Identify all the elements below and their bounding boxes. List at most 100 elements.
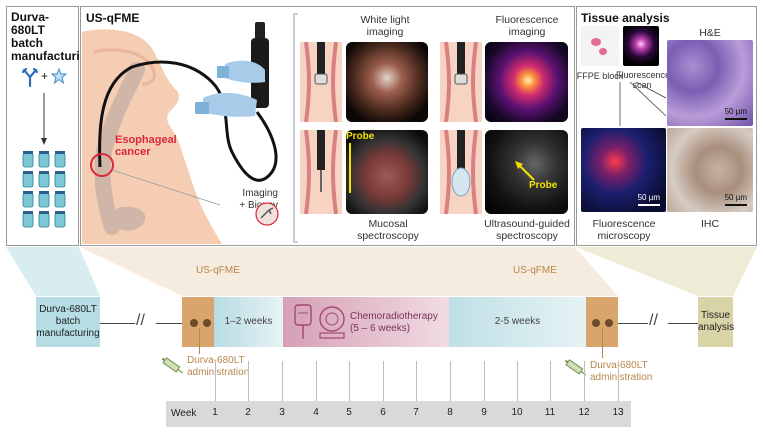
timeline-break-right: // [649, 312, 658, 329]
antibody-icon [21, 67, 39, 87]
admin-right-label: Durva-680LT administration [590, 360, 653, 383]
ihc-scale-label: 50 µm [724, 193, 747, 202]
syringe-left-icon [161, 357, 184, 374]
tick-11 [550, 361, 551, 401]
ffpe-tissue-dot [591, 38, 601, 46]
ihc-photo: 50 µm [667, 128, 753, 212]
usqfme-left-dot-1 [190, 319, 198, 327]
biopsy-forceps-icon [255, 202, 279, 226]
fluorescence-caption: Fluorescence imaging [495, 14, 559, 38]
esophagus-tube-3 [300, 130, 342, 214]
ultrasound-caption: Ultrasound-guided spectroscopy [484, 218, 570, 242]
timeline-line-right [618, 323, 648, 324]
tick-4 [316, 361, 317, 401]
admin-left-pointer [199, 328, 200, 354]
patient-illustration [82, 29, 278, 244]
iv-bag-icon [294, 304, 312, 339]
tick-8 [450, 361, 451, 401]
he-photo: 50 µm [667, 40, 753, 126]
week-number: 12 [578, 407, 590, 418]
imaging-bracket [293, 13, 298, 243]
week-number: 4 [313, 407, 319, 418]
usqfme-title: US-qFME [86, 11, 140, 25]
fm-scale-label: 50 µm [637, 193, 660, 202]
ultrasound-probe-label: Probe [529, 180, 558, 191]
interval-1-label: 1–2 weeks [224, 316, 273, 327]
manufacturing-panel: Durva-680LT batch manufacturing + [6, 6, 95, 246]
fluorescence-microscopy-photo: 50 µm [581, 128, 666, 212]
week-number: 5 [346, 407, 352, 418]
tick-1 [215, 361, 216, 401]
vials-icon [22, 151, 66, 228]
week-bar [166, 401, 631, 427]
ihc-label: IHC [700, 218, 720, 230]
ultrasound-probe-arrow [515, 161, 535, 181]
plus-sign: + [41, 69, 49, 83]
usqfme-right-dot-1 [592, 319, 600, 327]
timeline-line-left [100, 323, 135, 324]
he-label: H&E [699, 27, 721, 39]
usqfme-right-label: US-qFME [513, 265, 557, 276]
cancer-label: Esophageal cancer [115, 134, 177, 158]
interval-2-box: 2-5 weeks [449, 297, 586, 347]
tick-5 [349, 361, 350, 401]
tick-13 [618, 361, 619, 401]
week-number: 1 [212, 407, 218, 418]
tissue-arrows [619, 81, 667, 126]
week-number: 7 [413, 407, 419, 418]
week-number: 13 [612, 407, 624, 418]
tick-7 [416, 361, 417, 401]
timeline-manufacturing-box: Durva-680LT batch manufacturing [36, 297, 100, 347]
week-number: 3 [279, 407, 285, 418]
esophagus-tube-4 [440, 130, 482, 214]
tick-2 [248, 361, 249, 401]
chemo-label: Chemoradiotherapy (5 – 6 weeks) [350, 311, 438, 334]
he-scale-label: 50 µm [724, 107, 747, 116]
ffpe-tissue-dot-2 [599, 48, 607, 55]
tick-12 [584, 361, 585, 401]
week-number: 10 [511, 407, 523, 418]
esophagus-tube-1 [300, 42, 342, 122]
timeline-break-left: // [136, 312, 145, 329]
tick-3 [282, 361, 283, 401]
admin-right-pointer [602, 328, 603, 358]
white-light-caption: White light imaging [360, 14, 410, 38]
tick-9 [484, 361, 485, 401]
week-number: 11 [544, 407, 556, 418]
manufacturing-title: Durva-680LT batch manufacturing [11, 10, 95, 63]
interval-2-label: 2-5 weeks [494, 316, 541, 327]
ffpe-block-photo [581, 26, 619, 66]
syringe-right-icon [564, 359, 587, 376]
fluorescence-microscopy-label: Fluorescence microscopy [592, 218, 656, 242]
interval-1-box: 1–2 weeks [214, 297, 283, 347]
ffpe-label: FFPE block [576, 71, 624, 81]
mucosal-caption: Mucosal spectroscopy [357, 218, 419, 242]
fluorescence-scan-photo [623, 26, 659, 66]
fm-scale-bar [638, 204, 660, 206]
tick-10 [517, 361, 518, 401]
endoscope-hands [195, 22, 269, 117]
fluorescence-photo [485, 42, 568, 122]
week-number: 6 [380, 407, 386, 418]
timeline-line-right-2 [668, 323, 698, 324]
down-arrow [41, 93, 47, 145]
mucosal-photo [346, 130, 428, 214]
usqfme-left-label: US-qFME [196, 265, 240, 276]
esophagus-tube-2 [440, 42, 482, 122]
week-number: 9 [481, 407, 487, 418]
dye-star-icon [51, 68, 67, 84]
ihc-scale-bar [725, 204, 747, 206]
mucosal-probe-marker [349, 143, 351, 193]
usqfme-left-dot-2 [203, 319, 211, 327]
admin-left-label: Durva-680LT administration [187, 355, 250, 378]
he-scale-bar [725, 118, 747, 120]
tick-6 [383, 361, 384, 401]
white-light-photo [346, 42, 428, 122]
panel-connectors [6, 247, 757, 296]
mucosal-probe-label: Probe [346, 131, 375, 142]
radiation-machine-icon [319, 306, 345, 339]
timeline-tissue-box: Tissue analysis [698, 297, 734, 347]
week-label: Week [171, 408, 197, 419]
week-number: 2 [245, 407, 251, 418]
timeline-line-left-2 [156, 323, 182, 324]
